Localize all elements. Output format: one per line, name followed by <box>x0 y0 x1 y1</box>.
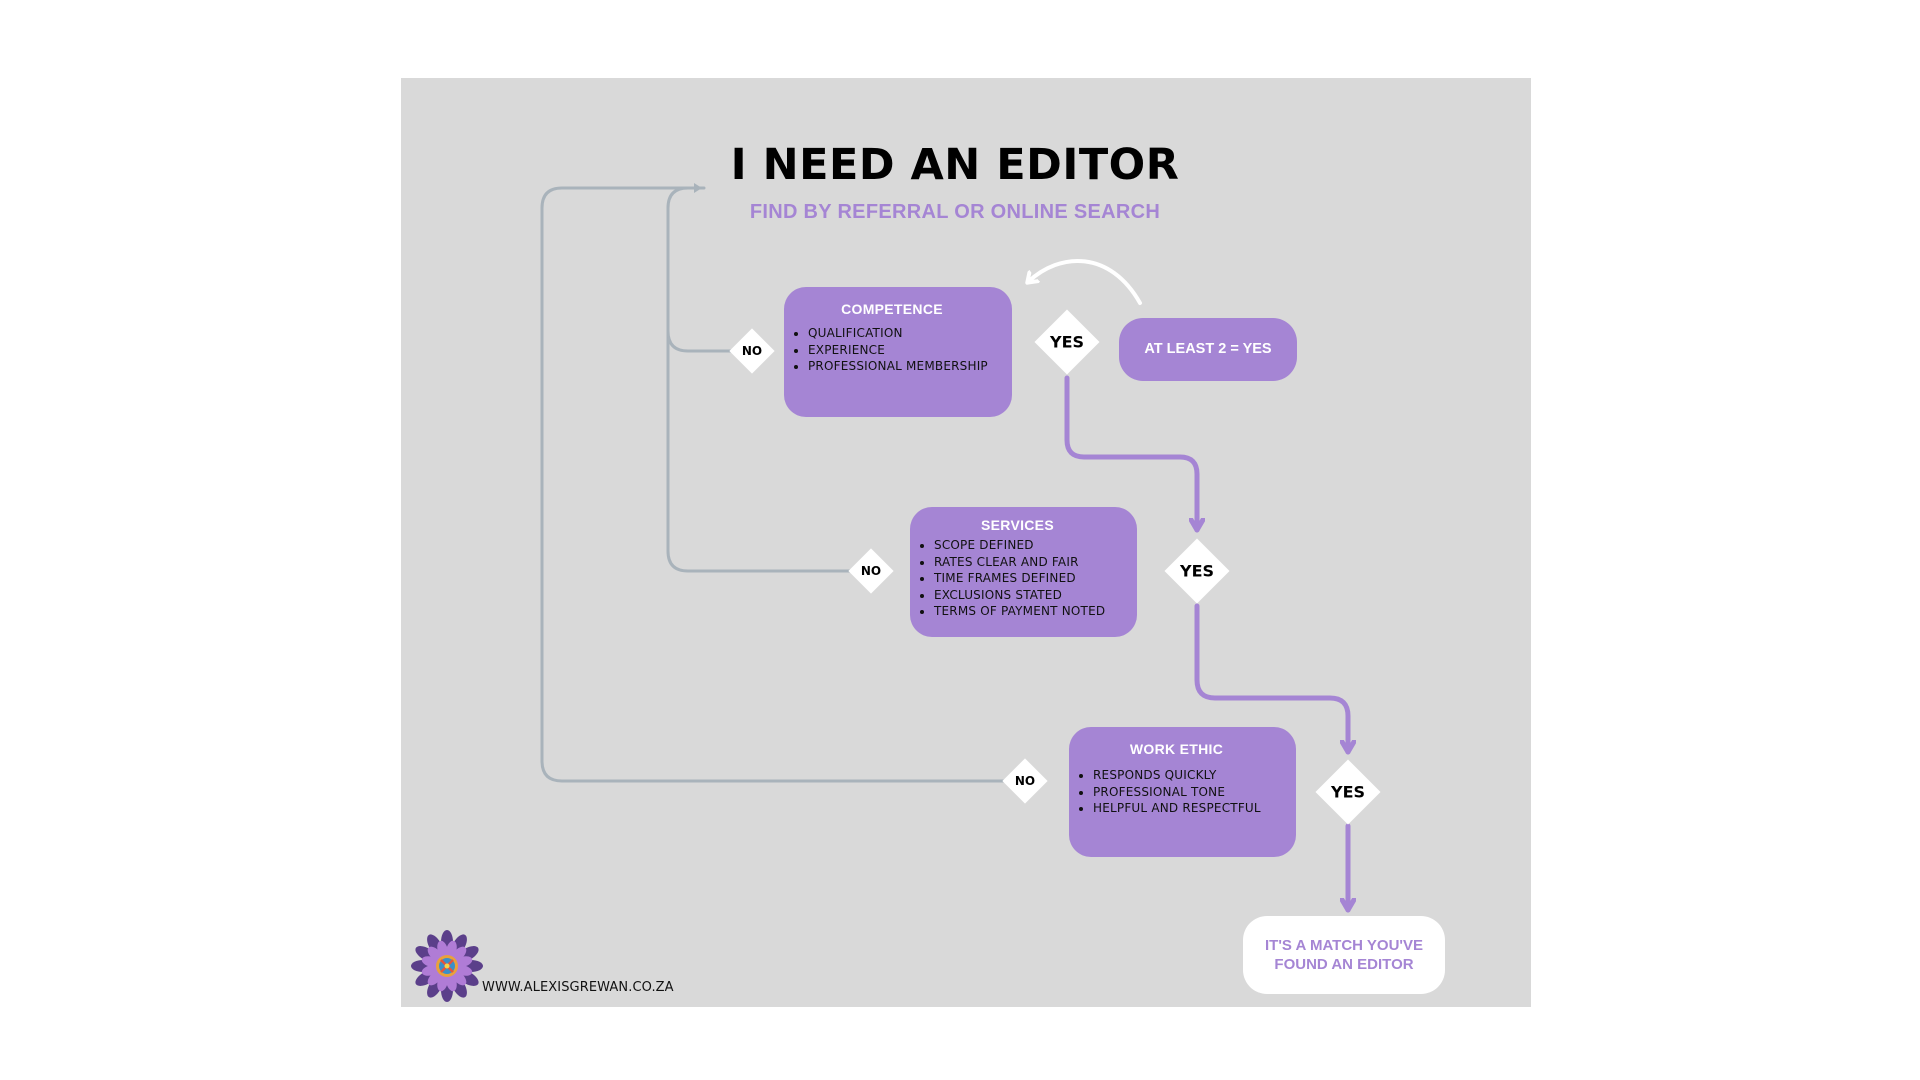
list-item: TIME FRAMES DEFINED <box>934 570 1117 587</box>
competence-criteria-list: QUALIFICATION EXPERIENCE PROFESSIONAL ME… <box>792 325 992 375</box>
return-line-from-competence <box>666 206 735 353</box>
list-item: EXCLUSIONS STATED <box>934 587 1117 604</box>
no-return-connectors <box>540 183 1005 783</box>
list-item: RESPONDS QUICKLY <box>1093 767 1276 784</box>
match-result-box: IT'S A MATCH YOU'VE FOUND AN EDITOR <box>1243 916 1445 994</box>
decision-yes-label: YES <box>1330 782 1366 802</box>
list-item: EXPERIENCE <box>808 342 992 359</box>
at-least-two-note: AT LEAST 2 = YES <box>1119 318 1297 381</box>
yes-connector-services-to-work-ethic <box>1194 603 1348 755</box>
decision-no-label: NO <box>741 344 763 358</box>
yes-connector-competence-to-services <box>1064 375 1197 533</box>
curved-arrow-note-to-competence <box>1028 259 1142 305</box>
decision-yes-label: YES <box>1049 332 1085 352</box>
services-heading: SERVICES <box>981 517 1054 533</box>
yes-connectors <box>1064 375 1348 913</box>
work-ethic-heading: WORK ETHIC <box>1129 741 1224 757</box>
work-ethic-box: WORK ETHIC RESPONDS QUICKLY PROFESSIONAL… <box>1069 727 1296 857</box>
decision-no-label: NO <box>1014 774 1036 788</box>
decision-yes-label: YES <box>1179 561 1215 581</box>
list-item: PROFESSIONAL TONE <box>1093 784 1276 801</box>
competence-heading: COMPETENCE <box>841 301 943 317</box>
list-item: TERMS OF PAYMENT NOTED <box>934 603 1117 620</box>
website-url: WWW.ALEXISGREWAN.CO.ZA <box>482 980 674 995</box>
competence-box: COMPETENCE QUALIFICATION EXPERIENCE PROF… <box>784 287 1012 417</box>
list-item: HELPFUL AND RESPECTFUL <box>1093 800 1276 817</box>
list-item: SCOPE DEFINED <box>934 537 1117 554</box>
return-line-from-work-ethic <box>540 186 1005 783</box>
services-criteria-list: SCOPE DEFINED RATES CLEAR AND FAIR TIME … <box>918 537 1117 620</box>
return-line-from-services <box>666 183 852 573</box>
decision-no-label: NO <box>860 564 882 578</box>
list-item: QUALIFICATION <box>808 325 992 342</box>
list-item: RATES CLEAR AND FAIR <box>934 554 1117 571</box>
list-item: PROFESSIONAL MEMBERSHIP <box>808 358 992 375</box>
work-ethic-criteria-list: RESPONDS QUICKLY PROFESSIONAL TONE HELPF… <box>1077 767 1276 817</box>
services-box: SERVICES SCOPE DEFINED RATES CLEAR AND F… <box>910 507 1137 637</box>
page-title: I NEED AN EDITOR <box>730 140 1180 190</box>
page-subtitle: FIND BY REFERRAL OR ONLINE SEARCH <box>749 201 1161 223</box>
mandala-flower-icon <box>411 930 483 1002</box>
